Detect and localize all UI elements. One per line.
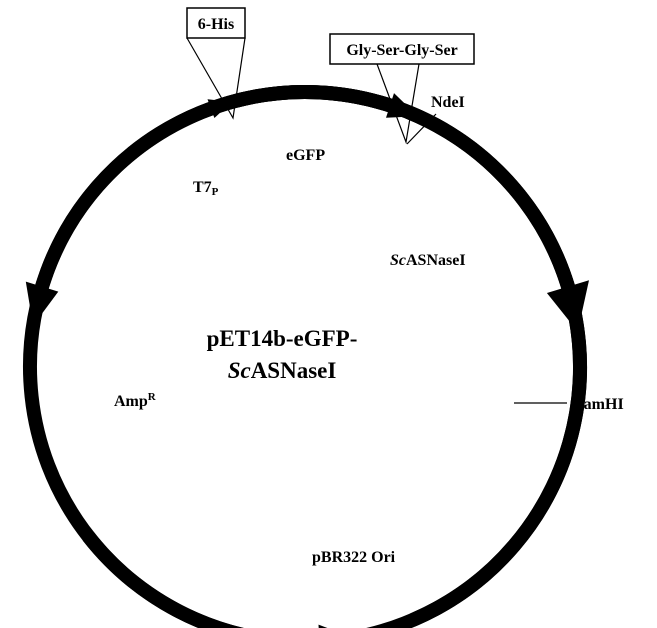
linker-label: Gly-Ser-Gly-Ser bbox=[346, 42, 457, 59]
amp-label: AmpR bbox=[114, 391, 157, 410]
t7-label-main: T7 bbox=[193, 179, 212, 196]
his-tag-pointer bbox=[186, 37, 246, 120]
plasmid-name-line2: ScASNaseI bbox=[228, 358, 337, 383]
linker-callout: Gly-Ser-Gly-Ser bbox=[329, 33, 475, 145]
scasnase-label: ScASNaseI bbox=[390, 252, 466, 269]
pbr322-arrowhead bbox=[318, 624, 328, 628]
scasnase-label-italic: Sc bbox=[390, 252, 406, 269]
his-tag-box bbox=[186, 7, 246, 39]
t7-promoter-arc bbox=[157, 104, 213, 138]
amp-label-sup: R bbox=[148, 391, 157, 403]
t7-label-sub: P bbox=[212, 186, 219, 198]
t7-arrowhead bbox=[207, 99, 232, 118]
ndei-site-line bbox=[406, 113, 437, 145]
linker-pointer bbox=[376, 63, 420, 145]
plasmid-name-line1: pET14b-eGFP- bbox=[207, 326, 358, 351]
ndei-label: NdeI bbox=[431, 94, 465, 111]
plasmid-name-rest: ASNaseI bbox=[251, 358, 337, 383]
egfp-arrowhead bbox=[386, 93, 418, 118]
egfp-label: eGFP bbox=[286, 147, 325, 164]
bamhi-label: BamHI bbox=[573, 396, 624, 413]
amp-label-main: Amp bbox=[114, 393, 148, 410]
linker-box bbox=[329, 33, 475, 65]
pbr322-label: pBR322 Ori bbox=[312, 549, 396, 566]
amp-arrowhead bbox=[25, 281, 59, 326]
scasnase-arrowhead bbox=[546, 280, 589, 332]
his-tag-callout: 6-His bbox=[186, 7, 246, 120]
his-tag-label: 6-His bbox=[198, 16, 234, 33]
scasnase-label-rest: ASNaseI bbox=[406, 252, 466, 269]
plasmid-name-italic: Sc bbox=[228, 358, 251, 383]
t7-label: T7P bbox=[193, 179, 219, 198]
